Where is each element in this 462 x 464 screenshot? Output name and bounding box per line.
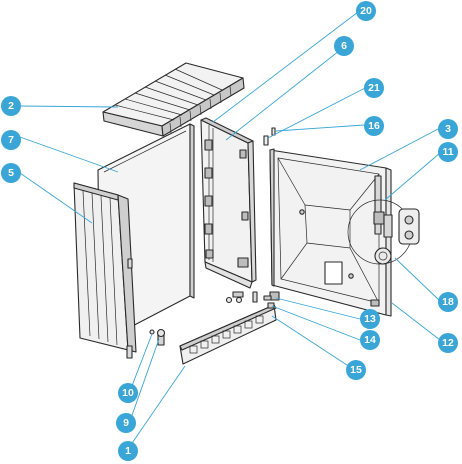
leader-18 [394,257,441,302]
bottom-trim-part [179,304,277,365]
frame-rail-part [200,117,257,289]
callout-15-label: 15 [350,364,362,376]
leader-2 [19,105,119,108]
callout-2: 2 [1,96,21,116]
leader-10 [129,333,153,392]
callout-15: 15 [346,360,366,380]
callout-21-label: 21 [368,82,380,94]
callout-1: 1 [118,441,138,461]
callout-5: 5 [1,163,21,183]
frame-hardware [225,291,258,304]
leader-14 [271,305,361,341]
leader-15 [271,315,351,368]
callout-3: 3 [438,119,458,139]
fastener-part-9 [156,328,166,346]
callout-9-label: 9 [123,417,129,429]
callout-10-label: 10 [122,387,134,399]
leader-21 [267,86,368,139]
pin-part-16 [271,127,276,136]
callout-13: 13 [360,309,380,329]
callout-1-label: 1 [125,445,131,457]
callout-14-label: 14 [364,334,376,346]
callout-3-label: 3 [445,123,451,135]
callout-16-label: 16 [368,120,380,132]
callout-11: 11 [438,142,458,162]
latch-assembly [347,175,420,265]
callout-11-label: 11 [442,146,453,158]
door-part [269,148,392,317]
callout-16: 16 [364,116,384,136]
leader-12 [391,302,441,341]
screw-part-21 [263,135,269,146]
leader-3 [359,128,439,171]
callout-12: 12 [438,333,458,353]
fastener-part-10 [149,329,155,335]
leader-9 [129,338,160,422]
leader-20 [212,11,359,123]
clip-parts-13-14 [263,295,275,309]
callout-18: 18 [438,292,458,312]
leader-7 [19,136,119,173]
callout-6-label: 6 [341,40,347,52]
callout-6: 6 [334,36,354,56]
leader-6 [225,46,345,141]
callout-18-label: 18 [442,296,454,308]
callout-12-label: 12 [442,337,454,349]
callout-21: 21 [364,78,384,98]
callout-20-label: 20 [360,5,372,17]
callout-10: 10 [118,383,138,403]
callout-2-label: 2 [8,100,14,112]
callout-14: 14 [360,330,380,350]
leader-1 [127,365,186,450]
leader-16 [275,124,365,132]
leader-11 [384,152,441,201]
callout-7-label: 7 [8,134,14,146]
leader-5 [19,172,93,224]
callout-13-label: 13 [364,313,376,325]
leader-lines [19,11,441,450]
callout-20: 20 [356,1,376,21]
callout-7: 7 [1,130,21,150]
side-panel-part [73,182,137,359]
callout-9: 9 [116,413,136,433]
roof-part [102,62,245,137]
leader-13 [275,297,361,320]
callout-5-label: 5 [8,167,14,179]
